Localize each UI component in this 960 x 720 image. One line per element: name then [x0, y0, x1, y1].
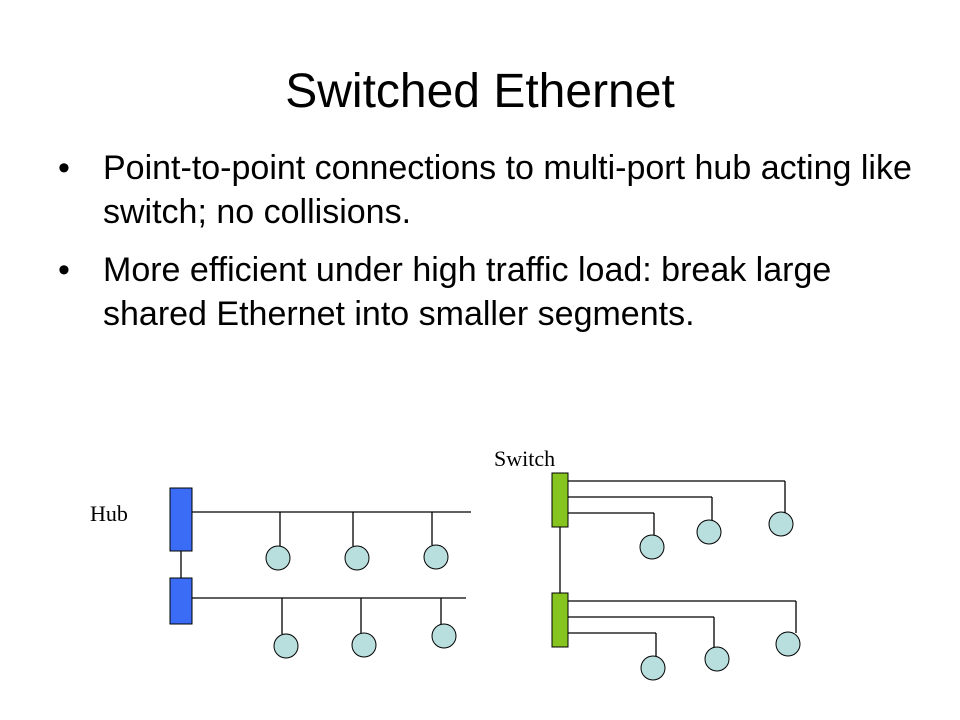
switch-label: Switch [494, 446, 555, 471]
hub-box [169, 487, 193, 552]
host-node [351, 632, 377, 658]
hub-box [169, 577, 193, 625]
hub-network: Hub [90, 487, 471, 659]
host-node [423, 544, 449, 570]
host-node [768, 511, 794, 537]
host-node [640, 655, 666, 681]
switch-wiring [559, 480, 797, 656]
host-node [273, 633, 299, 659]
bullet-item: • Point-to-point connections to multi-po… [58, 146, 938, 234]
bullet-list: • Point-to-point connections to multi-po… [58, 146, 938, 350]
hub-label: Hub [90, 501, 128, 526]
host-node [639, 534, 665, 560]
switch-box [551, 472, 569, 528]
bullet-item: • More efficient under high traffic load… [58, 248, 938, 336]
host-node [344, 545, 370, 571]
slide-title: Switched Ethernet [285, 65, 675, 118]
bullet-marker: • [58, 251, 70, 289]
host-node [431, 623, 457, 649]
host-node [704, 646, 730, 672]
bullet-text: More efficient under high traffic load: … [103, 251, 832, 333]
host-node [775, 631, 801, 657]
switch-box [551, 592, 569, 648]
bullet-text: Point-to-point connections to multi-port… [103, 149, 912, 231]
bullet-marker: • [58, 149, 70, 187]
hub-wiring [180, 511, 471, 634]
host-node [696, 519, 722, 545]
host-node [265, 545, 291, 571]
switch-network: Switch [494, 446, 801, 681]
